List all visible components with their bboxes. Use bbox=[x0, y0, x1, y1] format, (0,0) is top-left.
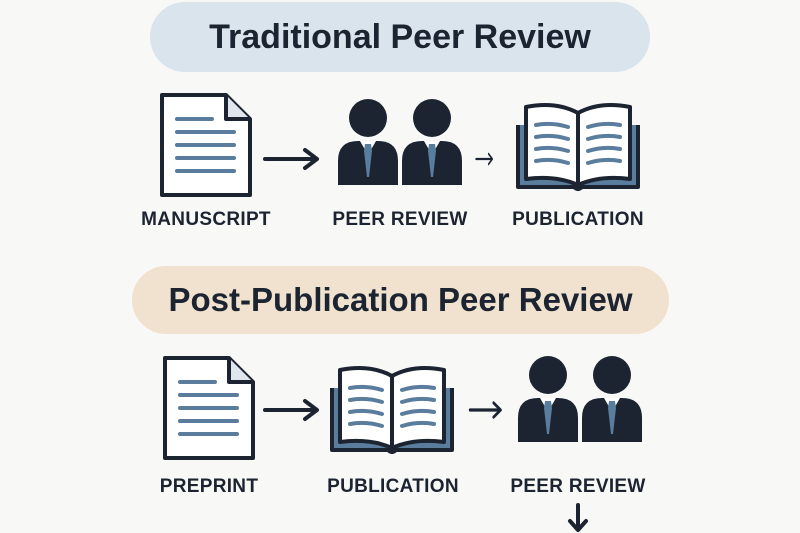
step-label-manuscript: MANUSCRIPT bbox=[141, 209, 271, 230]
document-icon bbox=[160, 93, 252, 197]
step-label-publication: PUBLICATION bbox=[327, 476, 459, 497]
open-book-icon bbox=[330, 362, 456, 456]
step-label-peer-review: PEER REVIEW bbox=[332, 209, 468, 230]
arrow-right-icon bbox=[263, 148, 321, 170]
traditional-title: Traditional Peer Review bbox=[209, 17, 591, 56]
step-label-preprint: PREPRINT bbox=[159, 476, 259, 497]
reviewers-icon bbox=[516, 356, 644, 446]
arrow-right-icon bbox=[468, 400, 514, 420]
reviewers-icon bbox=[336, 99, 464, 189]
arrow-right-icon bbox=[263, 399, 321, 421]
step-label-publication: PUBLICATION bbox=[512, 209, 644, 230]
arrow-right-icon bbox=[474, 149, 508, 169]
post-publication-title-pill: Post-Publication Peer Review bbox=[132, 266, 669, 334]
document-icon bbox=[163, 356, 255, 460]
traditional-title-pill: Traditional Peer Review bbox=[150, 2, 650, 72]
open-book-icon bbox=[516, 99, 642, 193]
arrow-down-icon bbox=[568, 503, 588, 533]
step-label-peer-review: PEER REVIEW bbox=[510, 476, 646, 497]
post-publication-title: Post-Publication Peer Review bbox=[168, 281, 633, 318]
